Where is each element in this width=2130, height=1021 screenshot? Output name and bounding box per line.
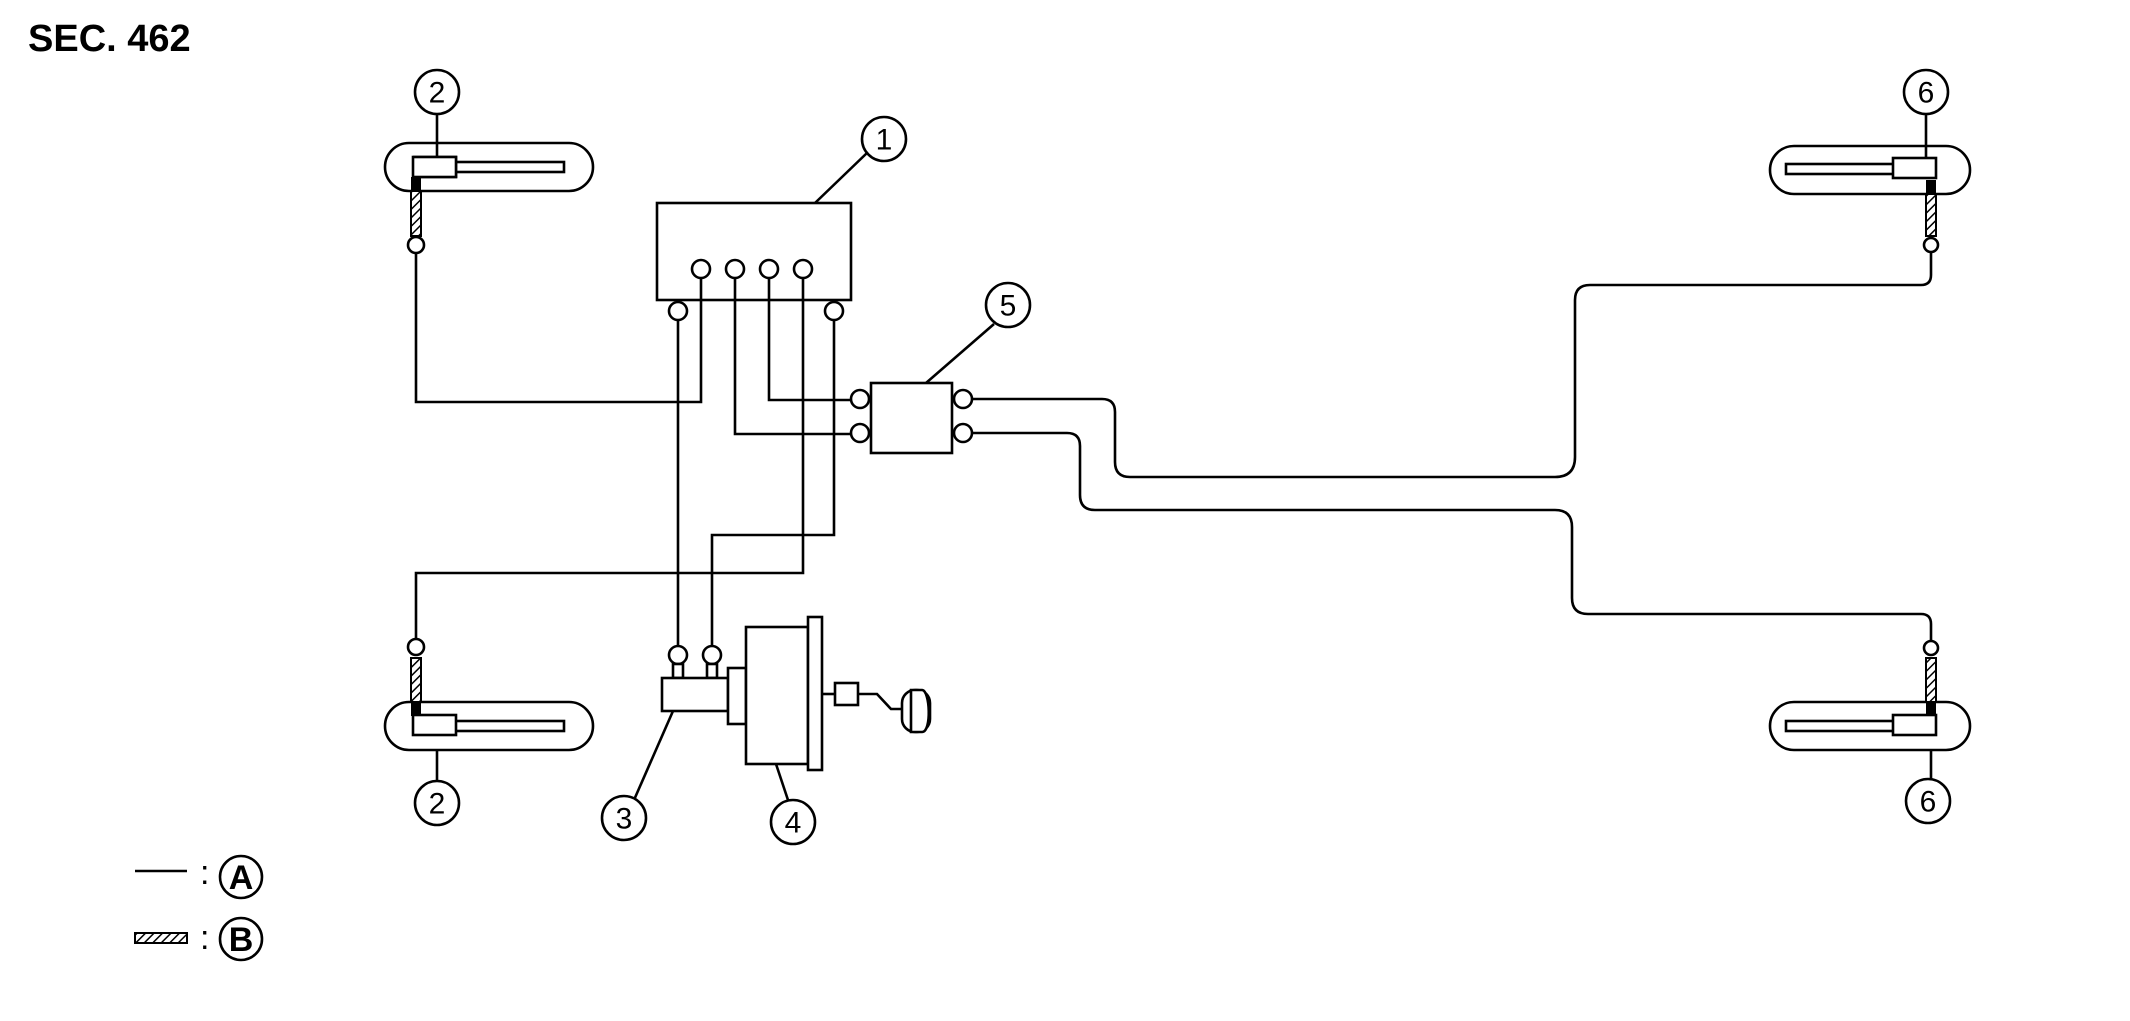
legend-line-hatched bbox=[134, 932, 188, 944]
legend-a-separator: : bbox=[200, 854, 209, 892]
legend-a-label: A bbox=[229, 859, 254, 897]
callout-3-label: 3 bbox=[616, 803, 633, 836]
front-left-hose-port bbox=[406, 235, 426, 255]
rear-right-hose bbox=[1925, 657, 1937, 703]
master-cylinder-booster bbox=[660, 615, 932, 772]
rear-left-brake bbox=[383, 637, 595, 752]
section-title: SEC. 462 bbox=[28, 18, 191, 60]
front-left-brake bbox=[383, 141, 595, 255]
front-right-hose-port bbox=[1922, 236, 1940, 254]
master-cylinder-port-1 bbox=[667, 644, 689, 666]
legend-b-label: B bbox=[229, 921, 254, 959]
callout-3: 3 bbox=[600, 794, 648, 842]
brake-lines bbox=[414, 252, 1933, 646]
legend-b-separator: : bbox=[200, 919, 209, 957]
callout-1-label: 1 bbox=[876, 124, 893, 157]
callout-2-bottom: 2 bbox=[413, 779, 461, 827]
callout-6-top: 6 bbox=[1902, 68, 1950, 116]
rear-right-brake bbox=[1768, 639, 1972, 752]
actuator-unit bbox=[655, 201, 853, 322]
callout-4-label: 4 bbox=[785, 807, 802, 840]
legend: : A : B bbox=[134, 854, 264, 962]
callout-4: 4 bbox=[769, 798, 817, 846]
front-left-hose bbox=[410, 190, 422, 237]
callout-5-label: 5 bbox=[1000, 290, 1017, 323]
legend-item-b: : B bbox=[134, 916, 264, 962]
callout-2-top: 2 bbox=[413, 68, 461, 116]
front-right-hose bbox=[1925, 193, 1937, 237]
master-cylinder bbox=[660, 676, 730, 713]
callout-6-top-label: 6 bbox=[1918, 77, 1935, 110]
callout-6-bottom: 6 bbox=[1904, 777, 1952, 825]
rear-left-hose-port bbox=[406, 637, 426, 657]
master-cylinder-port-2 bbox=[701, 644, 723, 666]
connector-unit bbox=[849, 381, 974, 455]
callout-1: 1 bbox=[860, 115, 908, 163]
callout-6-bottom-label: 6 bbox=[1920, 786, 1937, 819]
callout-2-bottom-label: 2 bbox=[429, 788, 446, 821]
leader-lines bbox=[435, 113, 1933, 801]
brake-booster bbox=[744, 625, 810, 766]
legend-item-a: : A bbox=[135, 854, 264, 900]
front-right-brake bbox=[1768, 144, 1972, 254]
rear-left-hose bbox=[410, 657, 422, 703]
callout-5: 5 bbox=[984, 281, 1032, 329]
callout-2-top-label: 2 bbox=[429, 77, 446, 110]
rear-right-hose-port bbox=[1922, 639, 1940, 657]
